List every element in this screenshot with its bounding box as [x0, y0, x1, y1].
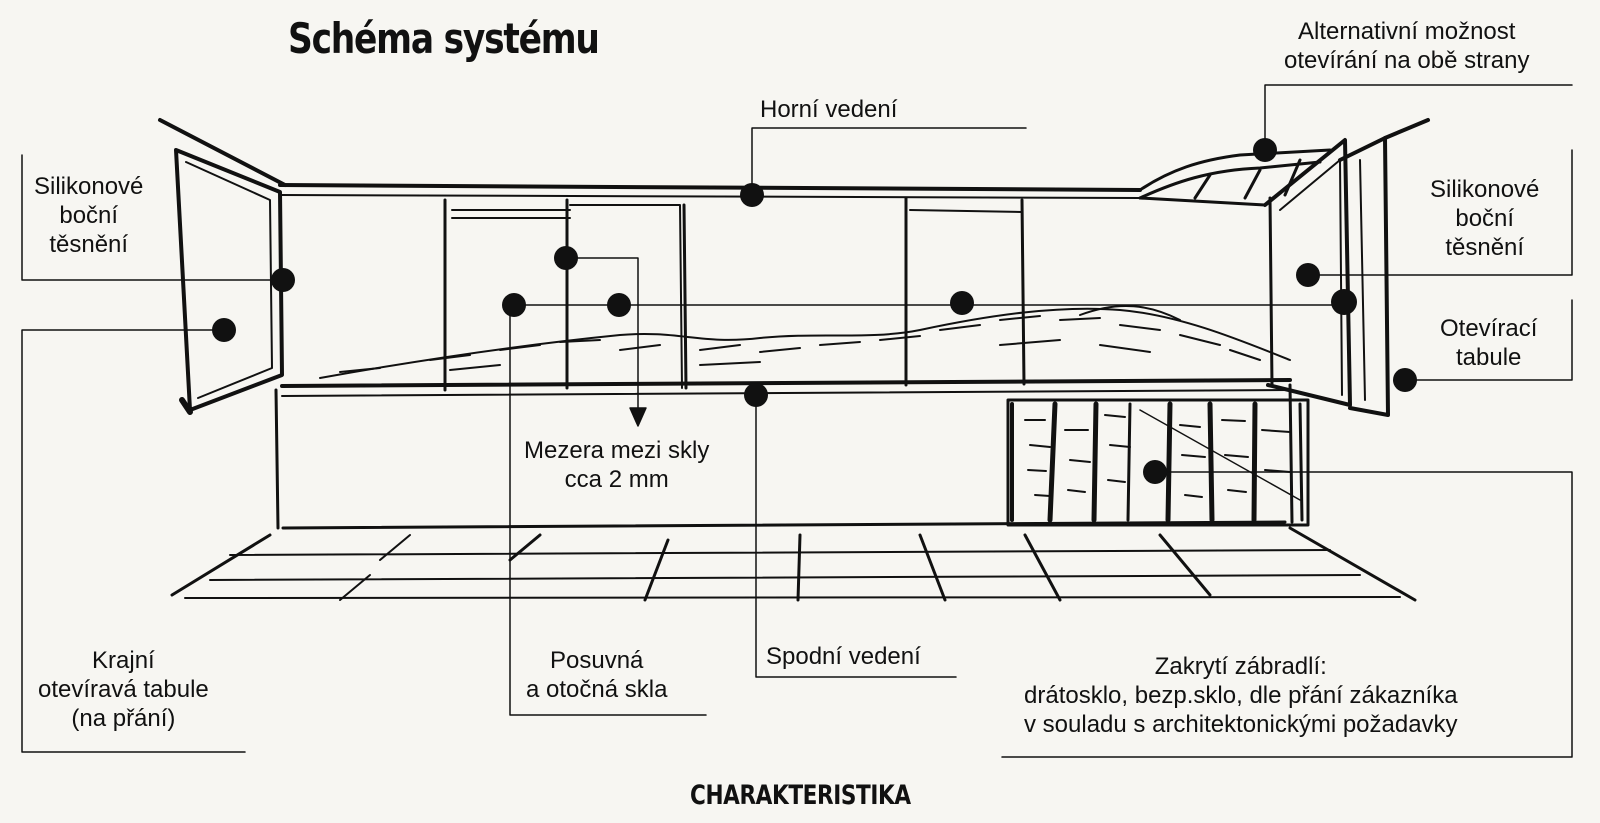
dot-opening-pane — [1393, 368, 1417, 392]
label-alternative-opening: Alternativní možnost otevírání na obě st… — [1284, 18, 1530, 74]
parapet-wall — [274, 383, 1294, 530]
dot-edge-pane — [212, 318, 236, 342]
dot-sliding-4 — [1331, 289, 1357, 315]
dot-alternative-opening — [1253, 138, 1277, 162]
railing-cover-glass — [1006, 398, 1310, 527]
label-silicone-right: Silikonové boční těsnění — [1430, 176, 1540, 261]
left-edge-pane — [158, 118, 287, 415]
dot-top-guide — [740, 183, 764, 207]
dot-silicone-left — [271, 268, 295, 292]
dot-silicone-right — [1296, 263, 1320, 287]
label-gap: Mezera mezi skly cca 2 mm — [524, 437, 710, 493]
dot-sliding-1 — [502, 293, 526, 317]
label-opening-pane: Otevírací tabule — [1440, 315, 1538, 371]
floor — [170, 520, 1417, 602]
landscape-sketch — [319, 305, 1291, 379]
dot-gap — [554, 246, 578, 270]
callout-dots — [212, 138, 1417, 484]
section-heading: CHARAKTERISTIKA — [690, 780, 911, 811]
dot-bottom-guide — [744, 383, 768, 407]
label-top-guide: Horní vedení — [760, 96, 898, 123]
alternative-opening-frame — [1138, 148, 1332, 207]
right-opening-panes — [1263, 118, 1430, 417]
label-silicone-left: Silikonové boční těsnění — [34, 173, 144, 258]
diagram-title: Schéma systému — [288, 14, 600, 63]
label-edge-pane: Krajní otevíravá tabule (na přání) — [38, 647, 209, 732]
label-railing-cover: Zakrytí zábradlí: drátosklo, bezp.sklo, … — [1024, 653, 1458, 738]
dot-sliding-2 — [607, 293, 631, 317]
guide-rails — [278, 183, 1292, 397]
label-bottom-guide: Spodní vedení — [766, 643, 921, 670]
sliding-panes — [443, 196, 1274, 392]
label-sliding-glass: Posuvná a otočná skla — [526, 647, 668, 703]
dot-sliding-3 — [950, 291, 974, 315]
callout-lines — [21, 84, 1573, 758]
dot-railing-cover — [1143, 460, 1167, 484]
